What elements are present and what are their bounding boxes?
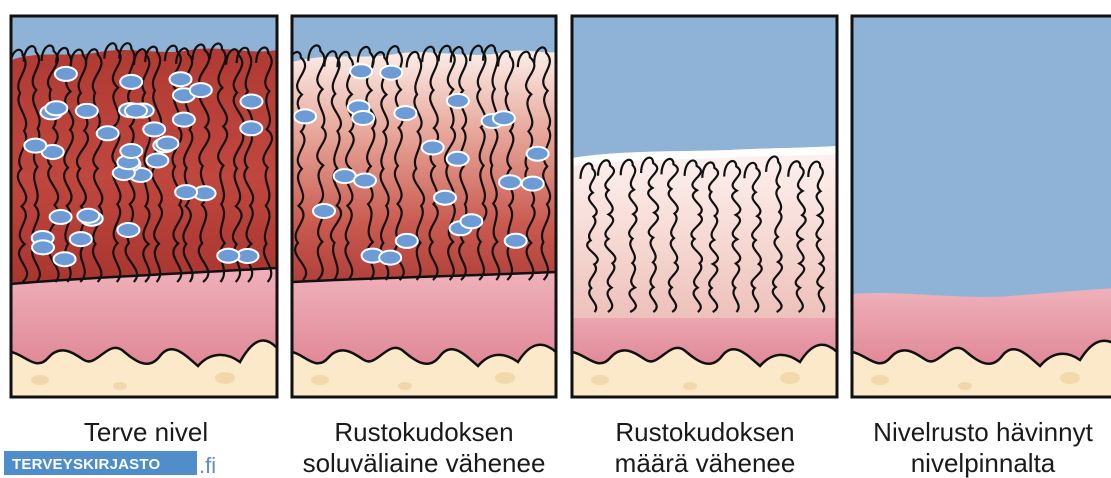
chondrocyte [120, 144, 142, 158]
chondrocyte [334, 169, 356, 183]
chondrocyte [294, 109, 316, 123]
caption-lost-line-1: Nivelrusto hävinnyt [873, 417, 1093, 447]
chondrocyte [32, 240, 54, 254]
chondrocyte [522, 177, 544, 191]
chondrocyte [77, 209, 99, 223]
chondrocyte [143, 122, 165, 136]
chondrocyte [240, 121, 262, 135]
subchondral-layer [11, 268, 277, 366]
chondrocyte [45, 101, 67, 115]
chondrocyte [350, 64, 372, 78]
caption-matrix-line-1: Rustokudoksen [334, 417, 513, 447]
chondrocyte [157, 137, 179, 151]
chondrocyte [55, 67, 77, 81]
chondrocyte [146, 154, 168, 168]
chondrocyte [493, 111, 515, 125]
caption-healthy-line-1: Terve nivel [84, 417, 208, 447]
terveyskirjasto-logo[interactable]: TERVEYSKIRJASTO .fi [4, 451, 216, 478]
chondrocyte [24, 139, 46, 153]
panel-healthy [11, 16, 277, 397]
chondrocyte [396, 234, 418, 248]
chondrocyte [380, 66, 402, 80]
chondrocyte [434, 191, 456, 205]
caption-matrix-line-2: soluväliaine vähenee [303, 448, 546, 478]
caption-thinning-line-2: määrä vähenee [615, 448, 796, 478]
chondrocyte [447, 94, 469, 108]
captions: Terve nivel Rustokudoksen soluväliaine v… [84, 417, 1094, 478]
logo-text: TERVEYSKIRJASTO [12, 456, 160, 473]
subchondral-layer [292, 272, 556, 366]
chondrocyte [175, 185, 197, 199]
chondrocyte [117, 223, 139, 237]
chondrocyte [217, 249, 239, 263]
chondrocyte [190, 83, 212, 97]
chondrocyte [505, 234, 527, 248]
chondrocyte [422, 141, 444, 155]
chondrocyte [70, 232, 92, 246]
chondrocyte [313, 204, 335, 218]
chondrocyte [527, 147, 549, 161]
chondrocyte [50, 210, 72, 224]
chondrocyte [379, 251, 401, 265]
chondrocyte [97, 126, 119, 140]
chondrocyte [170, 72, 192, 86]
panel-matrix-decreasing [289, 16, 556, 397]
panel-cartilage-thinning [572, 16, 837, 397]
chondrocyte [394, 106, 416, 120]
chondrocyte [460, 214, 482, 228]
chondrocyte [241, 95, 263, 109]
logo-suffix: .fi [199, 453, 216, 478]
caption-lost-line-2: nivelpinnalta [911, 448, 1056, 478]
chondrocyte [447, 152, 469, 166]
chondrocyte [54, 252, 76, 266]
caption-thinning-line-1: Rustokudoksen [615, 417, 794, 447]
chondrocyte [125, 104, 147, 118]
chondrocyte [499, 175, 521, 189]
chondrocyte [76, 104, 98, 118]
panel-cartilage-lost [852, 16, 1111, 397]
chondrocyte [173, 113, 195, 127]
chondrocyte [120, 75, 142, 89]
chondrocyte [352, 111, 374, 125]
chondrocyte [354, 174, 376, 188]
